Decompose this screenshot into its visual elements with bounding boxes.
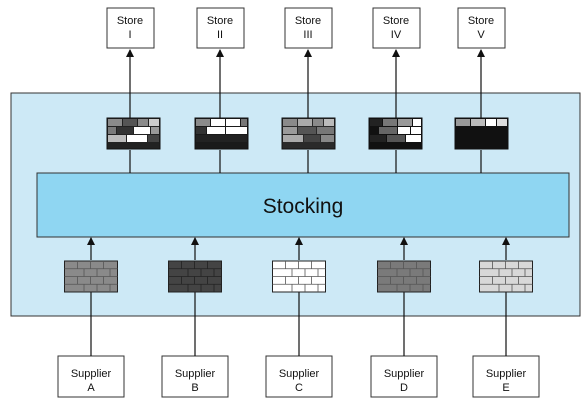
- stocking-box: [36, 172, 570, 238]
- supplier-label-line2: A: [87, 382, 95, 394]
- store-box: Store I: [106, 7, 155, 49]
- supplier-label-line1: Supplier: [384, 368, 425, 380]
- store-label-line2: I: [128, 29, 131, 41]
- supplier-label-line1: Supplier: [71, 368, 112, 380]
- supplier-box-frame: [472, 355, 540, 398]
- supplier-label-line1: Supplier: [279, 368, 320, 380]
- supplier-box-frame: [161, 355, 229, 398]
- supplier-box: Supplier E: [472, 355, 540, 398]
- supplier-box: Supplier C: [265, 355, 333, 398]
- store-pallet-icon: [194, 117, 249, 150]
- supplier-label-line2: E: [502, 382, 509, 394]
- store-pallet-icon: [281, 117, 336, 150]
- supplier-pallet-icon: [479, 260, 533, 293]
- supplier-label-line2: C: [295, 382, 303, 394]
- store-label-line2: III: [303, 29, 312, 41]
- supplier-boxes: Supplier A Supplier B Supplier C Supplie…: [57, 355, 540, 398]
- supplier-box: Supplier A: [57, 355, 125, 398]
- store-box: Store III: [284, 7, 333, 49]
- store-pallets: [106, 117, 509, 150]
- store-label-line1: Store: [295, 15, 321, 27]
- supplier-box: Supplier D: [370, 355, 438, 398]
- store-label-line1: Store: [207, 15, 233, 27]
- store-box: Store IV: [372, 7, 421, 49]
- supplier-pallet-icon: [64, 260, 118, 293]
- store-boxes: Store I Store II Store III Store IV Stor…: [106, 7, 506, 49]
- supplier-box: Supplier B: [161, 355, 229, 398]
- stocking-label: Stocking: [263, 195, 344, 218]
- store-pallet-icon: [454, 117, 509, 150]
- store-box-frame: [196, 7, 245, 49]
- store-box-frame: [457, 7, 506, 49]
- supplier-pallet-icon: [272, 260, 326, 293]
- supplier-label-line1: Supplier: [175, 368, 216, 380]
- supplier-pallets: [64, 260, 533, 293]
- flow-arrows: [87, 49, 510, 356]
- supplier-pallet-icon: [377, 260, 431, 293]
- supplier-box-frame: [370, 355, 438, 398]
- store-pallet-icon: [106, 117, 161, 150]
- store-label-line1: Store: [383, 15, 409, 27]
- store-pallet-icon: [368, 117, 423, 150]
- store-box-frame: [284, 7, 333, 49]
- store-label-line2: IV: [391, 29, 402, 41]
- store-label-line2: II: [217, 29, 223, 41]
- store-label-line2: V: [477, 29, 485, 41]
- store-box-frame: [106, 7, 155, 49]
- supplier-label-line2: D: [400, 382, 408, 394]
- supplier-label-line2: B: [191, 382, 198, 394]
- store-box: Store II: [196, 7, 245, 49]
- supplier-pallet-icon: [168, 260, 222, 293]
- store-label-line1: Store: [468, 15, 494, 27]
- supplier-label-line1: Supplier: [486, 368, 527, 380]
- supplier-box-frame: [265, 355, 333, 398]
- store-box-frame: [372, 7, 421, 49]
- store-box: Store V: [457, 7, 506, 49]
- store-label-line1: Store: [117, 15, 143, 27]
